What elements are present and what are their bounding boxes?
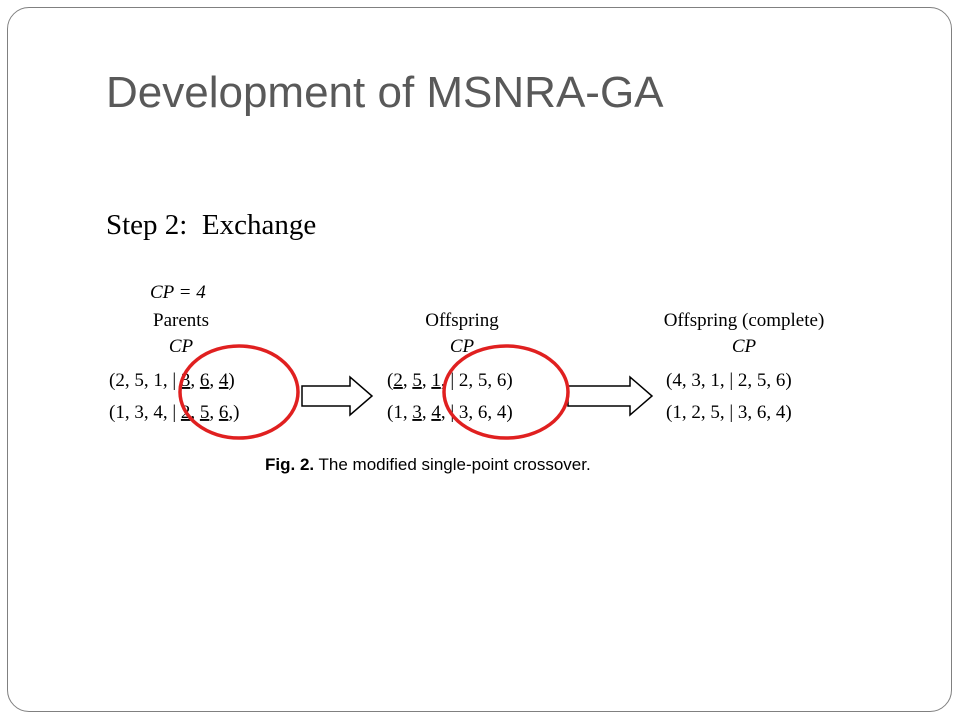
offspring-1-sequence: (2, 5, 1, | 2, 5, 6) [387,370,513,391]
sequence-segment: (1, [387,402,412,423]
sequence-segment: , [422,370,432,391]
complete-header: Offspring (complete) [664,310,825,331]
slide-title: Development of MSNRA-GA [106,68,664,117]
sequence-segment: (1, 3, 4, [109,402,172,423]
underlined-gene: 4 [431,402,441,423]
sequence-segment: (4, 3, 1, [666,370,729,391]
parent-2-sequence: (1, 3, 4, | 2, 5, 6,) [109,402,239,423]
sequence-segment: , [403,370,413,391]
arrow-right-icon [301,375,374,417]
offspring-2-sequence: (1, 3, 4, | 3, 6, 4) [387,402,513,423]
complete-offspring-2-sequence: (1, 2, 5, | 3, 6, 4) [666,402,792,423]
underlined-gene: 6 [200,370,210,391]
underlined-gene: 2 [393,370,403,391]
sequence-segment: | 2, 5, 6) [729,370,791,391]
underlined-gene: 3 [181,370,191,391]
sequence-segment: | 3, 6, 4) [450,402,512,423]
complete-offspring-1-sequence: (4, 3, 1, | 2, 5, 6) [666,370,792,391]
underlined-gene: 6 [219,402,229,423]
caption-text: The modified single-point crossover. [314,455,591,474]
offspring-header: Offspring [425,310,499,331]
sequence-segment: | [172,402,181,423]
parents-cp-label: CP [169,336,194,357]
figure-caption: Fig. 2. The modified single-point crosso… [265,455,591,474]
complete-cp-label: CP [732,336,757,357]
cp-formula: CP = 4 [150,282,206,303]
sequence-segment: , [190,370,200,391]
highlight-circle-offspring [442,344,570,440]
sequence-segment: , [209,402,219,423]
underlined-gene: 4 [219,370,229,391]
sequence-segment: | 2, 5, 6) [450,370,512,391]
underlined-gene: 5 [412,370,422,391]
parent-1-sequence: (2, 5, 1, | 3, 6, 4) [109,370,235,391]
sequence-segment: (1, 2, 5, [666,402,729,423]
slide-frame [7,7,952,712]
highlight-circle-parents [178,344,300,440]
cp-formula-text: CP = 4 [150,282,206,303]
sequence-segment: | 3, 6, 4) [729,402,791,423]
arrow-right-icon [567,375,654,417]
underlined-gene: 3 [412,402,422,423]
sequence-segment: , [190,402,200,423]
sequence-segment: | [172,370,181,391]
sequence-segment: , [209,370,219,391]
sequence-segment: ,) [228,402,239,423]
parents-header: Parents [153,310,209,331]
sequence-segment: (2, 5, 1, [109,370,172,391]
sequence-segment: ( [387,370,393,391]
sequence-segment: ) [228,370,234,391]
step-label: Step 2: Exchange [106,209,317,241]
underlined-gene: 5 [200,402,210,423]
sequence-segment: , [422,402,432,423]
sequence-segment: , [441,402,451,423]
underlined-gene: 1 [431,370,441,391]
caption-label: Fig. 2. [265,455,314,474]
offspring-cp-label: CP [450,336,475,357]
